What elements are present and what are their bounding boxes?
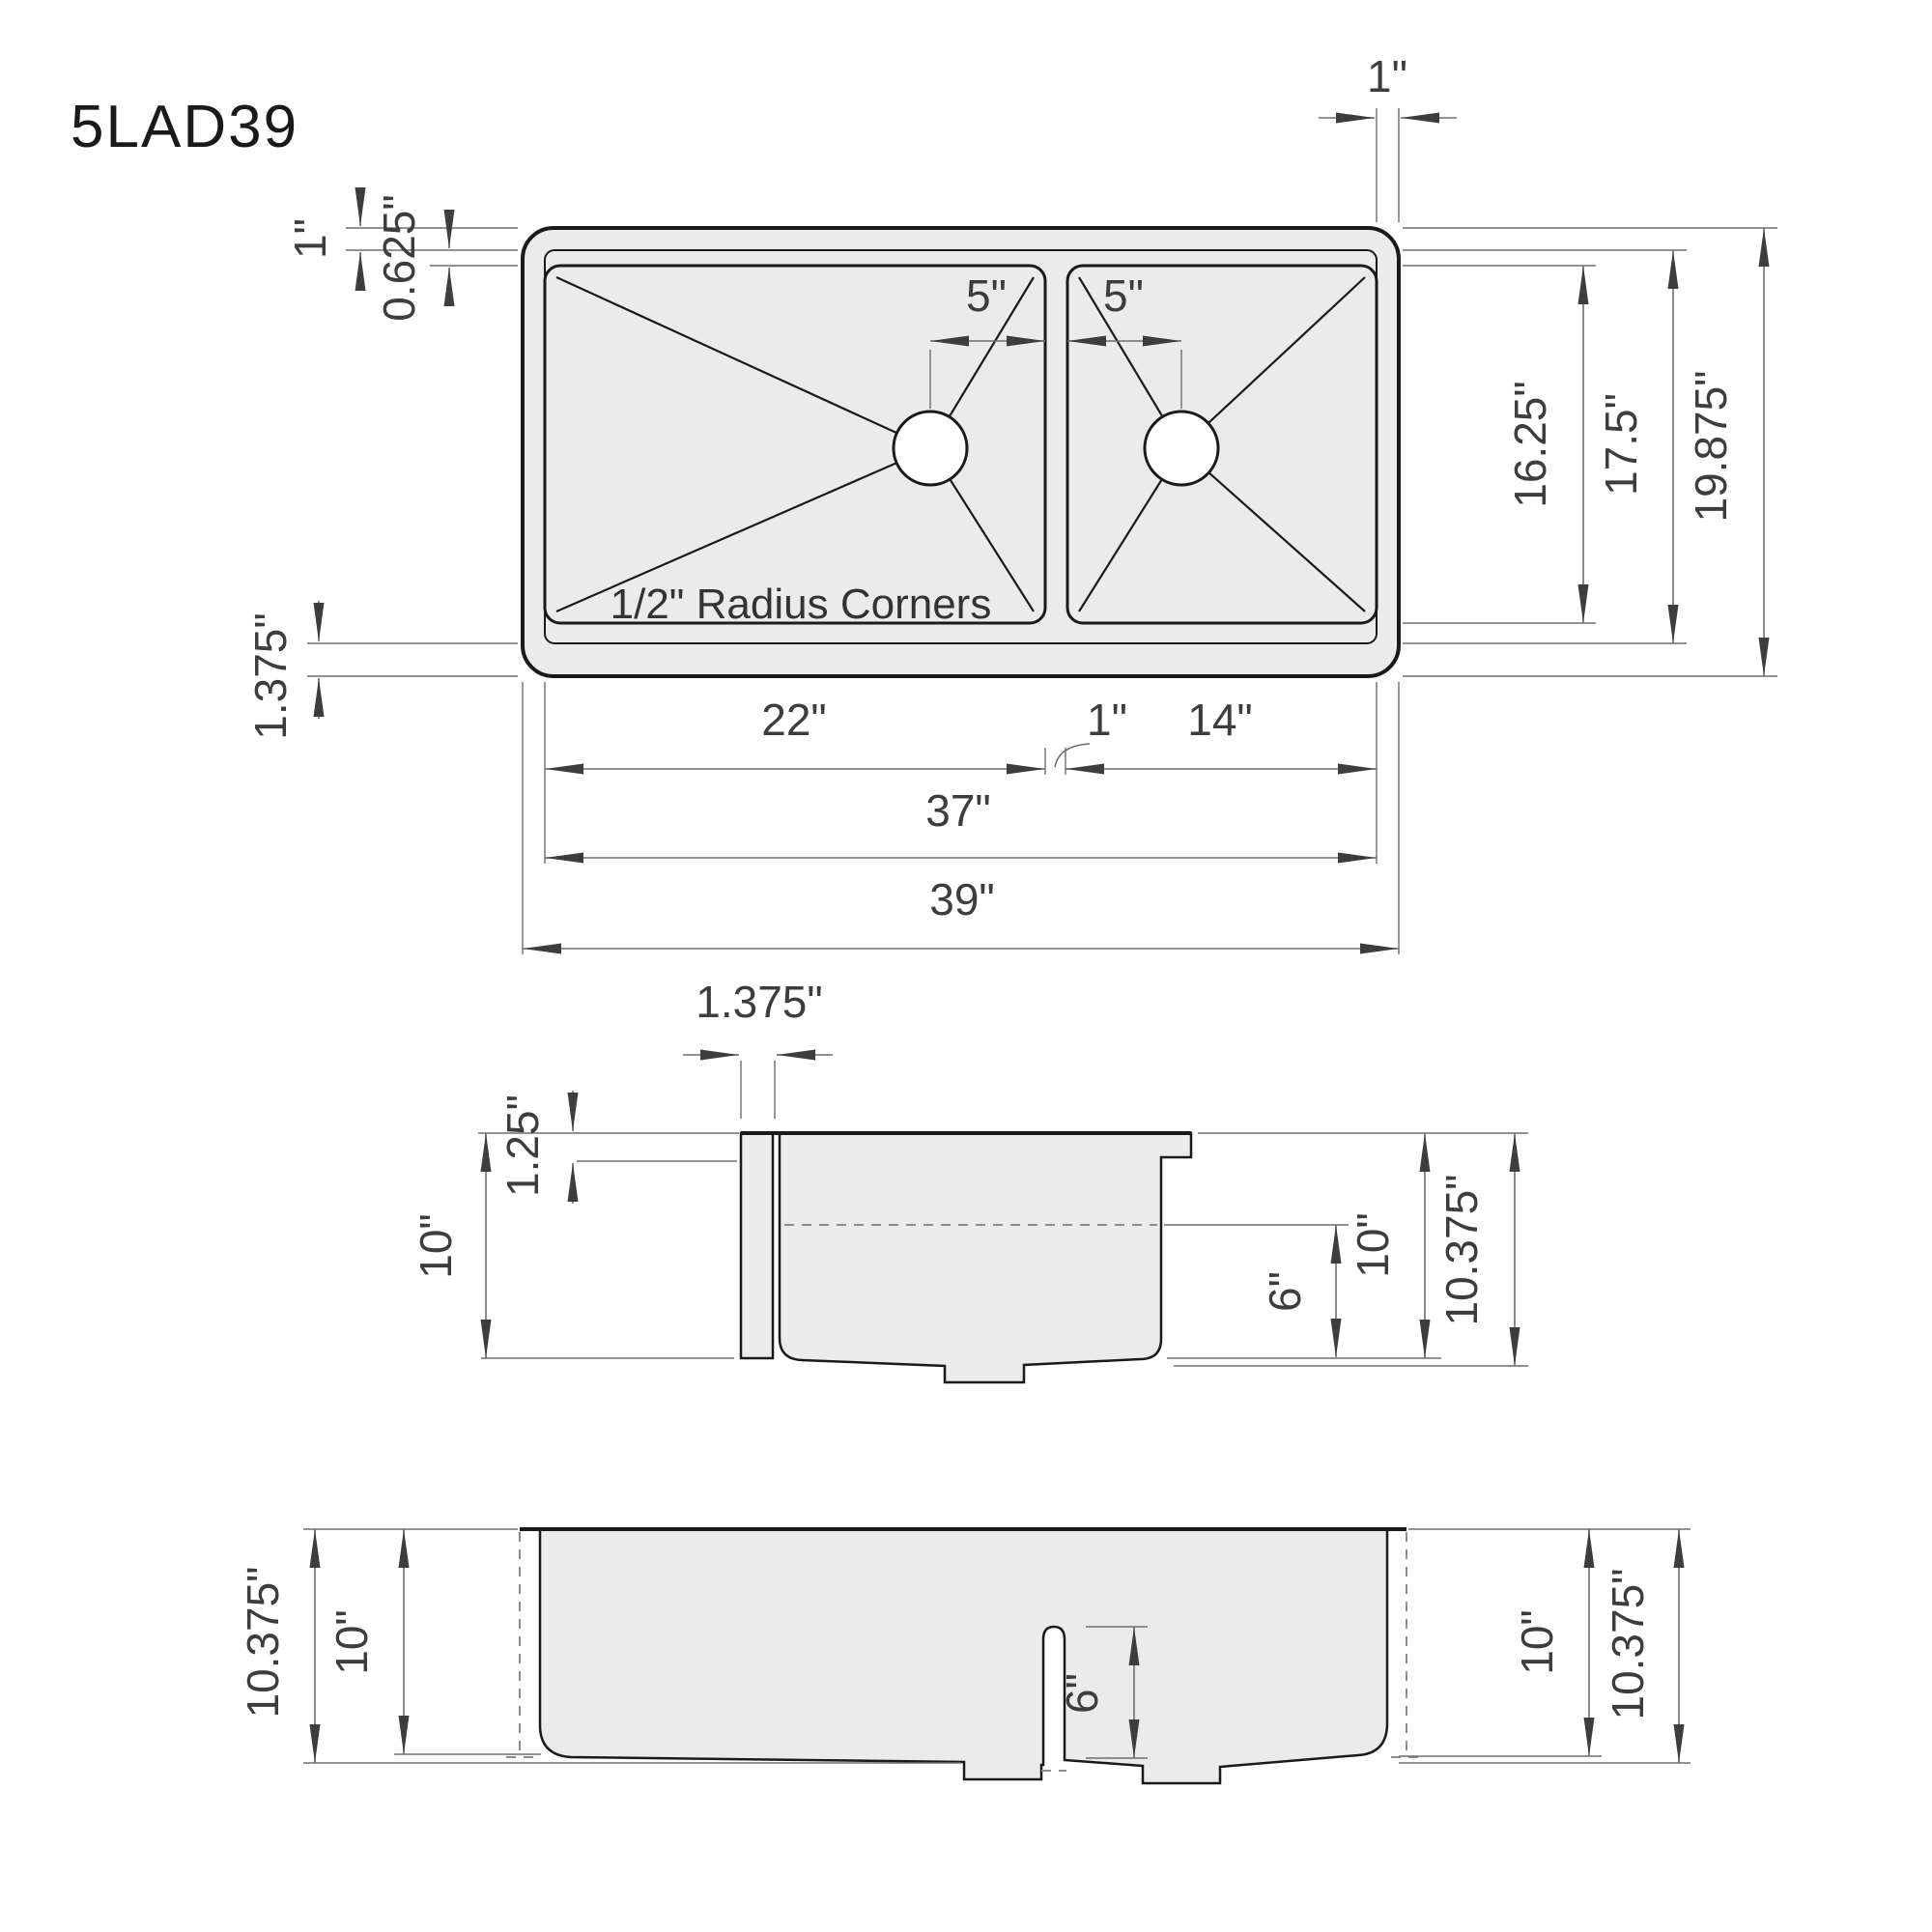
dim-bowl-left-22: 22" [544,682,1046,864]
radius-corners-note: 1/2" Radius Corners [611,581,992,628]
dim-label: 10" [1348,1212,1398,1278]
dim-label: 0.625" [374,194,424,321]
dim-label: 10.375" [1603,1568,1653,1719]
dim-rim-bottom-1375: 1.375" [245,601,518,740]
dim-inner-depth-175: 17.5" [1403,249,1687,644]
drain-left [892,410,969,487]
dim-rim-right-1: 1" [1319,51,1457,222]
dim-label: 16.25" [1505,381,1555,507]
dim-label: 1" [1087,695,1127,745]
bowl-right [1065,264,1378,625]
dim-bowl-depth-1625: 16.25" [1403,265,1596,624]
dim-front-overall-left-10375: 10.375" [238,1528,961,1764]
bowl-left [543,264,1047,625]
dim-label: 39" [929,874,995,924]
dim-rim-step-0625: 0.625" [374,194,518,322]
dim-rim-top-1: 1" [285,187,518,291]
drain-right [1143,410,1220,487]
dim-lip-1375: 1.375" [683,977,833,1119]
dim-drain-left-5: 5" [929,270,1045,409]
dim-label: 10" [1512,1609,1562,1675]
dim-overall-width-39: 39" [522,682,1400,954]
dim-label: 6" [1260,1271,1310,1312]
dim-divider-1: 1" [1054,695,1127,775]
dim-water-depth-6: 6" [1164,1224,1441,1359]
dim-label: 5" [1103,270,1144,321]
dim-overall-depth-19875: 19.875" [1403,227,1777,677]
dim-label: 10.375" [1436,1174,1487,1325]
section-left-lip [739,1131,775,1360]
dim-label: 10" [327,1609,377,1675]
dim-label: 5" [966,270,1007,321]
section-body [778,1131,1193,1384]
dim-label: 6" [1057,1673,1107,1714]
dim-front-overall-right-10375: 10.375" [1399,1529,1690,1764]
dim-front-depth-right-10: 10" [1399,1528,1690,1757]
dim-label: 1.375" [696,977,822,1027]
dim-label: 14" [1187,695,1253,745]
dim-drain-right-5: 5" [1067,270,1182,409]
top-view: 1/2" Radius Corners 5" 5" 1" 0.625" [245,51,1777,954]
dim-label: 17.5" [1596,393,1646,496]
dim-rim-depth-125: 1.25" [478,1091,739,1204]
dim-label: 22" [761,695,827,745]
dim-label: 19.875" [1686,370,1736,522]
front-body [538,1527,1389,1785]
dim-label: 1" [1367,51,1407,101]
dim-depth-left-10: 10" [411,1133,734,1359]
dim-overall-depth-10375: 10.375" [1174,1133,1528,1367]
dim-bowl-right-14: 14" [1065,682,1378,864]
dim-label: 10.375" [238,1566,288,1718]
dim-label: 1.375" [245,612,296,739]
side-section-view: 1.375" 1.25" 10" 6" 10" 10.37 [411,977,1528,1384]
dim-label: 37" [925,785,991,836]
dim-front-divider-6: 6" [1057,1626,1148,1759]
dim-label: 10" [411,1213,461,1279]
drawing-title: 5LAD39 [71,94,298,160]
dim-label: 1" [285,218,335,259]
front-section-view: 10.375" 10" 6" 10" 10.375" [238,1527,1690,1785]
dim-inner-width-37: 37" [545,785,1377,864]
dim-front-depth-left-10: 10" [327,1529,541,1755]
dim-label: 1.25" [497,1094,548,1197]
dim-depth-right-10: 10" [1198,1132,1528,1358]
